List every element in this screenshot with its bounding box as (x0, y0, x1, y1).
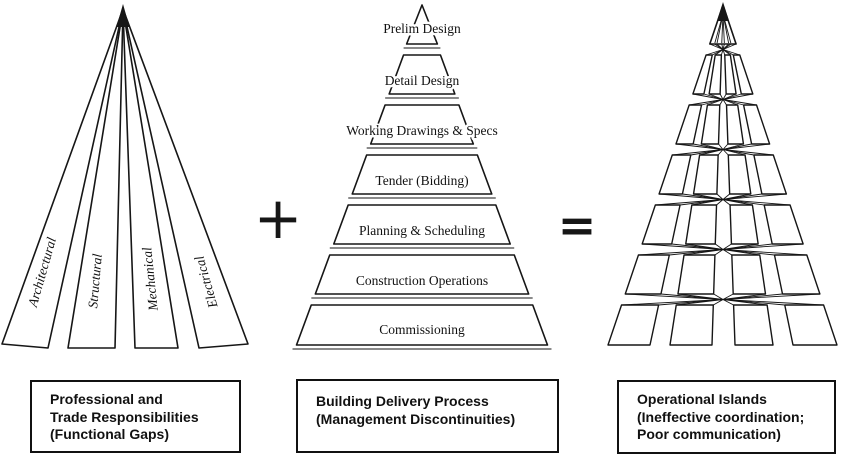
trades-fan-shapes (1, 4, 249, 349)
caption-line: Building Delivery Process (316, 393, 489, 409)
pyramid-level-construction: Construction Operations (356, 273, 488, 288)
pyramid-level-prelim-design: Prelim Design (383, 21, 461, 36)
islands-tree-figure (607, 2, 838, 346)
pyramid-level-planning: Planning & Scheduling (359, 223, 485, 238)
process-pyramid-shapes (292, 4, 552, 350)
caption-building-delivery-process: Building Delivery Process (Management Di… (296, 379, 559, 453)
equals-sign: = (558, 198, 597, 252)
pyramid-level-commissioning: Commissioning (379, 322, 465, 337)
caption-line: (Functional Gaps) (50, 426, 169, 442)
caption-line: (Ineffective coordination; (637, 408, 805, 425)
caption-line: Professional and (50, 391, 163, 407)
pyramid-level-tender: Tender (Bidding) (375, 173, 468, 188)
blade-label-structural: Structural (85, 253, 105, 309)
caption-operational-islands: Operational Islands (Ineffective coordin… (617, 380, 836, 454)
trades-fan-figure: Architectural Structural Mechanical Elec… (1, 4, 249, 349)
caption-trade-responsibilities: Professional and Trade Responsibilities … (30, 380, 241, 453)
islands-tree-shapes (607, 2, 838, 346)
caption-line: Poor communication) (637, 426, 781, 442)
caption-line: (Management Discontinuities) (316, 410, 516, 427)
plus-sign: + (254, 184, 303, 252)
pyramid-level-working-drawings: Working Drawings & Specs (346, 123, 498, 138)
process-pyramid-figure: Prelim Design Detail Design Working Draw… (292, 4, 552, 350)
caption-line: Operational Islands (637, 391, 767, 407)
pyramid-level-detail-design: Detail Design (385, 73, 460, 88)
caption-line: Trade Responsibilities (50, 408, 199, 425)
